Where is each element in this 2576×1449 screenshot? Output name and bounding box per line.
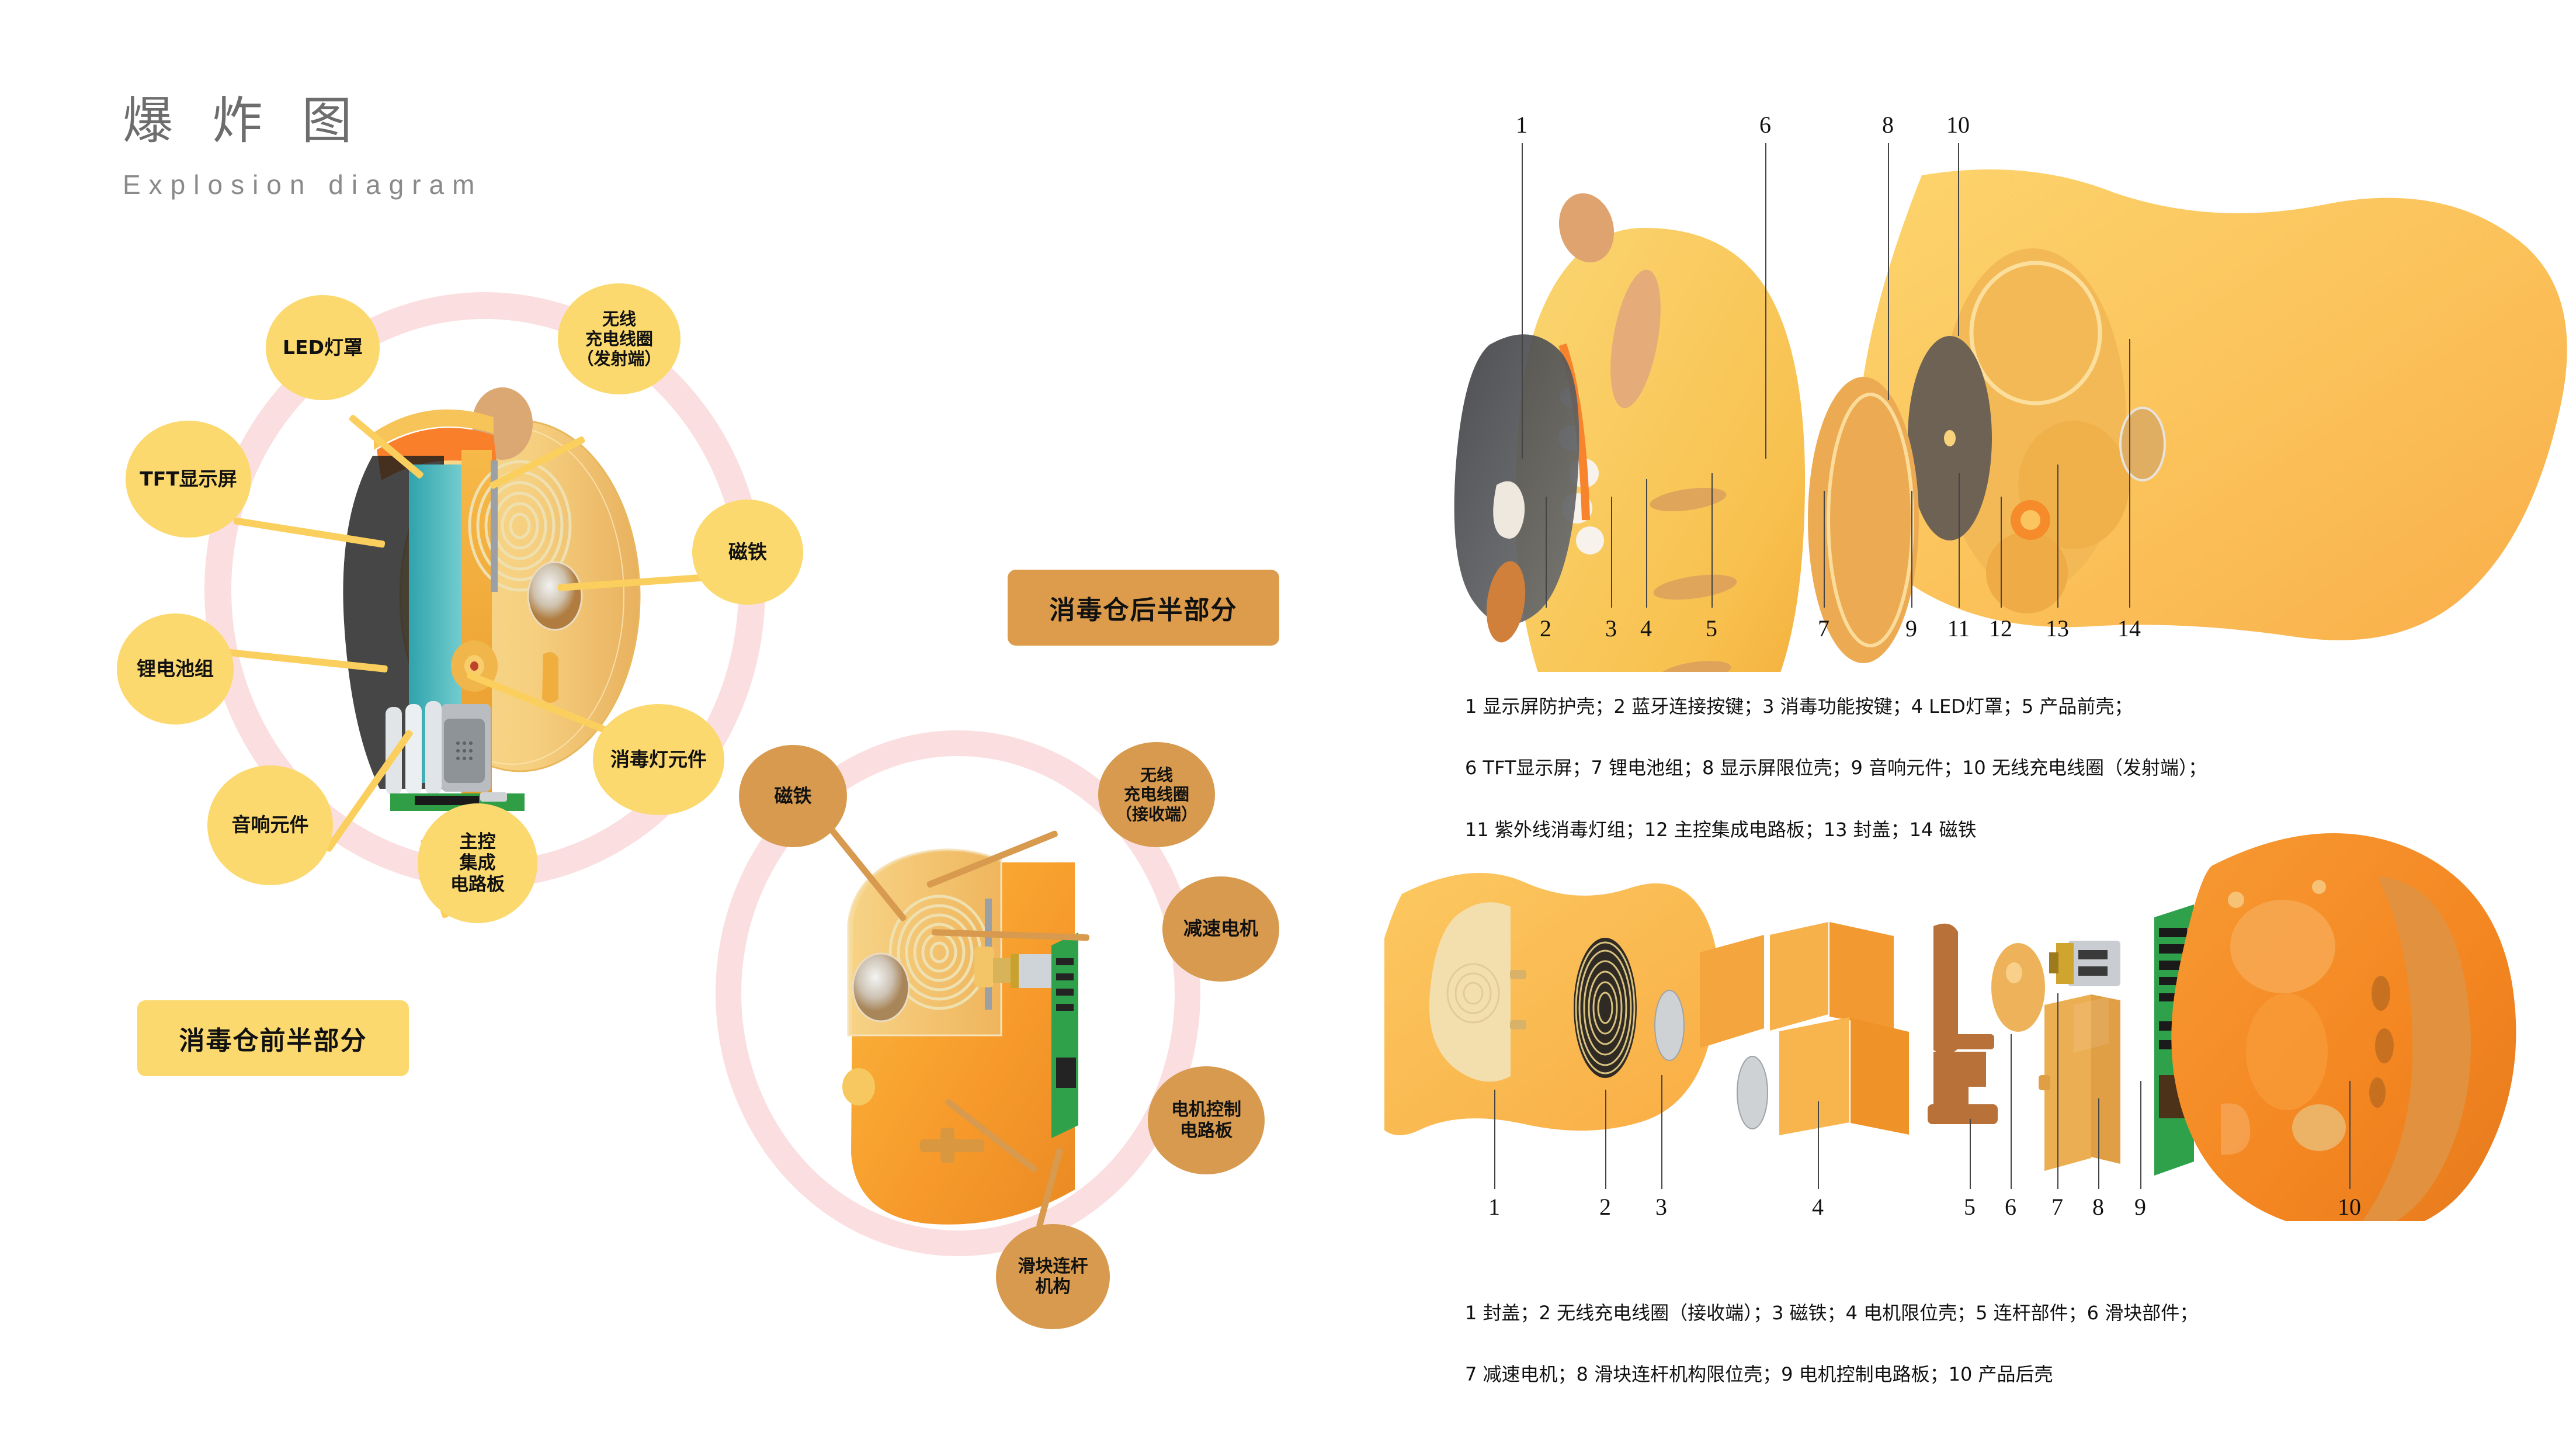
tick-line (1958, 143, 1959, 336)
front-section-banner: 消毒仓前半部分 (137, 1000, 409, 1076)
explosion-bottom-legend: 1 封盖；2 无线充电线圈（接收端）；3 磁铁；4 电机限位壳；5 连杆部件；6… (1465, 1267, 2528, 1421)
tick-line (2001, 497, 2002, 608)
callout-number: 9 (2134, 1194, 2146, 1220)
tick-line (1611, 497, 1612, 608)
bubble-wireless-coil-tx[interactable]: 无线 充电线圈 （发射端） (558, 283, 681, 394)
legend-line: 11 紫外线消毒灯组；12 主控集成电路板；13 封盖；14 磁铁 (1465, 818, 1977, 841)
bubble-led-cover[interactable]: LED灯罩 (266, 295, 380, 400)
callout-number: 9 (1905, 615, 1917, 642)
bubble-magnet-front[interactable]: 磁铁 (692, 500, 803, 605)
callout-number: 13 (2046, 615, 2069, 642)
callout-number: 2 (1599, 1194, 1611, 1220)
legend-line: 1 显示屏防护壳；2 蓝牙连接按键；3 消毒功能按键；4 LED灯罩；5 产品前… (1465, 695, 2133, 717)
callout-number: 3 (1655, 1194, 1667, 1220)
tick-line (2140, 1081, 2141, 1189)
tick-line (2057, 464, 2058, 608)
title-block: 爆 炸 图 Explosion diagram (123, 93, 482, 200)
callout-number: 8 (2092, 1194, 2104, 1220)
tick-line (1711, 473, 1713, 608)
callout-number: 14 (2117, 615, 2141, 642)
bubble-slider-linkage[interactable]: 滑块连杆 机构 (996, 1224, 1110, 1329)
tick-line (1494, 1090, 1495, 1189)
tick-line (1888, 143, 1889, 400)
callout-number: 5 (1964, 1194, 1976, 1220)
tick-line (1646, 479, 1647, 608)
legend-line: 1 封盖；2 无线充电线圈（接收端）；3 磁铁；4 电机限位壳；5 连杆部件；6… (1465, 1301, 2199, 1324)
bubble-uv-lamp-part[interactable]: 消毒灯元件 (593, 704, 724, 815)
bubble-gear-motor[interactable]: 减速电机 (1162, 876, 1279, 982)
tick-line (1818, 1101, 1819, 1189)
tick-line (1605, 1090, 1606, 1189)
callout-number: 6 (2005, 1194, 2016, 1220)
tick-line (1522, 143, 1523, 459)
explosion-bottom-artwork (1384, 833, 2516, 1221)
tick-line (1970, 1119, 1971, 1189)
bubble-motor-control-board[interactable]: 电机控制 电路板 (1148, 1066, 1265, 1174)
rear-section-banner: 消毒仓后半部分 (1008, 570, 1279, 646)
callout-number: 5 (1706, 615, 1717, 642)
callout-number: 11 (1947, 615, 1970, 642)
callout-number: 2 (1540, 615, 1551, 642)
callout-number: 1 (1516, 112, 1527, 138)
callout-number: 1 (1488, 1194, 1500, 1220)
bubble-magnet-rear[interactable]: 磁铁 (739, 745, 847, 847)
tick-line (1824, 491, 1825, 608)
tick-line (1765, 143, 1766, 459)
tick-line (1661, 1075, 1662, 1189)
tick-line (1546, 497, 1547, 608)
callout-number: 12 (1989, 615, 2012, 642)
tick-line (2129, 339, 2130, 608)
bubble-main-control-board[interactable]: 主控 集成 电路板 (418, 803, 537, 923)
callout-number: 7 (1818, 615, 1829, 642)
callout-number: 6 (1759, 112, 1771, 138)
tick-line (1911, 491, 1912, 608)
bubble-wireless-coil-rx[interactable]: 无线 充电线圈 （接收端） (1098, 742, 1215, 847)
callout-number: 10 (2338, 1194, 2361, 1220)
callout-number: 7 (2051, 1194, 2063, 1220)
tick-line (2098, 1098, 2099, 1189)
callout-number: 4 (1812, 1194, 1824, 1220)
tick-line (2349, 1081, 2351, 1189)
page-title: 爆 炸 图 (123, 92, 364, 150)
callout-number: 10 (1946, 112, 1970, 138)
callout-number: 4 (1640, 615, 1652, 642)
tick-line (2057, 993, 2058, 1189)
explosion-diagram-top: 1 6 8 10 2 3 4 5 7 9 11 12 13 14 (1431, 88, 2570, 672)
callout-number: 8 (1882, 112, 1894, 138)
callout-number: 3 (1605, 615, 1617, 642)
tick-line (2011, 1034, 2012, 1189)
bubble-speaker-part[interactable]: 音响元件 (207, 765, 333, 885)
tick-line (1959, 473, 1960, 608)
legend-line: 7 减速电机；8 滑块连杆机构限位壳；9 电机控制电路板；10 产品后壳 (1465, 1363, 2053, 1386)
legend-line: 6 TFT显示屏；7 锂电池组；8 显示屏限位壳；9 音响元件；10 无线充电线… (1465, 757, 2207, 779)
explosion-diagram-bottom: 1 2 3 4 5 6 7 8 9 10 (1384, 800, 2558, 1221)
bubble-tft-display[interactable]: TFT显示屏 (126, 421, 251, 538)
bubble-battery-pack[interactable]: 锂电池组 (117, 613, 234, 724)
explosion-top-legend: 1 显示屏防护壳；2 蓝牙连接按键；3 消毒功能按键；4 LED灯罩；5 产品前… (1465, 660, 2528, 876)
page-subtitle: Explosion diagram (123, 169, 483, 200)
